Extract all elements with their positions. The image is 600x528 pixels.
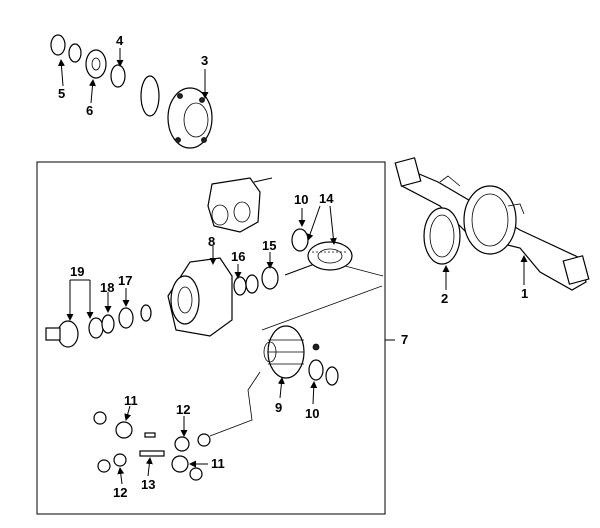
- side-gear-part-11b: [171, 455, 189, 473]
- callout-4: 4: [116, 33, 124, 48]
- callout-11-bottom: 11: [211, 456, 225, 471]
- callout-12-bottom: 12: [113, 485, 127, 500]
- carrier-cap-part-8: [207, 177, 273, 233]
- callout-17: 17: [118, 273, 132, 288]
- differential-group-box: [36, 161, 386, 515]
- callout-2: 2: [441, 291, 448, 306]
- companion-flange-part-19: [45, 320, 79, 348]
- seal-part-18: [101, 314, 115, 334]
- bearing-part-15: [261, 266, 279, 290]
- pinion-gear-part-11a: [115, 421, 133, 439]
- spacer-part-16: [233, 276, 247, 296]
- callout-8: 8: [208, 234, 215, 249]
- ring-gear-part-14: [307, 241, 353, 271]
- bearing-part-10b: [308, 359, 324, 381]
- oil-seal-part-5: [50, 34, 66, 56]
- bearing-cup-part-10a: [291, 228, 309, 252]
- axle-bearing-part-4: [110, 64, 126, 88]
- callout-13: 13: [141, 477, 155, 492]
- pinion-gear-part-12b: [174, 436, 190, 452]
- differential-case-part-9: [263, 325, 305, 379]
- callout-9: 9: [275, 400, 282, 415]
- callout-6: 6: [86, 103, 93, 118]
- pinion-shaft-part-13: [139, 450, 165, 457]
- callout-3: 3: [201, 53, 208, 68]
- axle-flange-part-3: [167, 87, 213, 149]
- callout-12-top: 12: [176, 402, 190, 417]
- callout-10-top: 10: [294, 192, 308, 207]
- side-gears: [93, 411, 211, 481]
- callout-5: 5: [58, 86, 65, 101]
- thrust-washer-part-12a: [113, 453, 127, 467]
- callout-14: 14: [319, 191, 334, 206]
- bearing-retainer-part-6: [85, 49, 107, 79]
- callout-7: 7: [401, 332, 408, 347]
- gasket-part-2: [423, 207, 461, 265]
- plate-flange: [140, 75, 160, 117]
- axle-housing-part-1: [394, 157, 590, 291]
- callout-19: 19: [70, 264, 84, 279]
- differential-carrier: [167, 257, 233, 337]
- bearing-part-17: [118, 307, 134, 329]
- axle-shaft-assembly: [29, 29, 213, 149]
- callout-10-bottom: 10: [305, 406, 319, 421]
- callout-15: 15: [262, 238, 276, 253]
- callout-1: 1: [521, 286, 528, 301]
- callout-18: 18: [100, 280, 114, 295]
- callout-11-top: 11: [124, 393, 138, 408]
- callout-16: 16: [231, 249, 245, 264]
